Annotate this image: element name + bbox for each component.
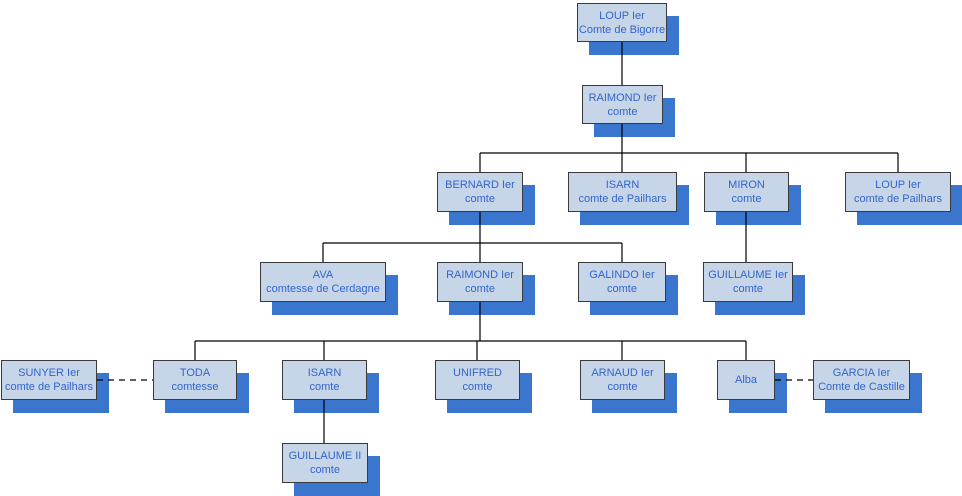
node-title: comte [607,105,638,118]
node-name: Alba [734,374,758,386]
node-title: Comte de Castille [818,381,905,393]
node-title: comte de Pailhars [4,381,94,393]
node-name: GALINDO Ier [589,269,655,281]
node-unifred[interactable]: UNIFRED comte [435,360,520,400]
node-title: comte [607,283,637,295]
node-garcia-ier[interactable]: GARCIA Ier Comte de Castille [813,360,910,400]
node-name: TODA [179,367,211,379]
node-name: MIRON [728,179,765,191]
node-title: comte [462,381,493,393]
node-title: comte [309,381,340,393]
node-name: SUNYER Ier [18,367,80,379]
node-name: GUILLAUME II [288,450,362,462]
node-name: ISARN [605,179,640,191]
node-title: comte de Pailhars [853,193,943,205]
node-loup-ier-pailhars[interactable]: LOUP Ier comte de Pailhars [845,172,951,212]
node-galindo-ier[interactable]: GALINDO Ier comte [578,262,666,302]
node-name: GUILLAUME Ier [708,269,788,281]
node-name: ISARN [307,367,342,379]
node-isarn-pailhars[interactable]: ISARN comte de Pailhars [568,172,677,212]
node-toda[interactable]: TODA comtesse [153,360,237,400]
node-title: comtesse de Cerdagne [266,283,380,295]
node-ava[interactable]: AVA comtesse de Cerdagne [260,262,386,302]
node-title: comte [607,381,638,393]
node-loup-ier-bigorre[interactable]: LOUP Ier Comte de Bigorre [577,3,667,42]
node-bernard-ier[interactable]: BERNARD Ier comte [437,172,523,212]
node-name: AVA [312,269,334,281]
node-raimond-ier[interactable]: RAIMOND Ier comte [582,85,663,124]
node-miron[interactable]: MIRON comte [704,172,789,212]
node-name: LOUP Ier [875,179,921,191]
node-name: BERNARD Ier [445,179,515,191]
node-arnaud-ier[interactable]: ARNAUD Ier comte [580,360,665,400]
node-name: ARNAUD Ier [591,367,654,379]
node-guillaume-ii[interactable]: GUILLAUME II comte [282,443,368,483]
node-alba[interactable]: Alba [717,360,775,400]
node-title: comte de Pailhars [578,193,667,205]
node-name: RAIMOND Ier [446,269,514,281]
node-title: comte [310,464,340,476]
node-title: Comte de Bigorre [578,23,666,36]
node-title: comte [465,193,495,205]
node-sunyer-ier[interactable]: SUNYER Ier comte de Pailhars [1,360,97,400]
node-name: LOUP Ier [599,9,645,22]
node-isarn[interactable]: ISARN comte [282,360,367,400]
node-name: GARCIA Ier [832,367,891,379]
node-name: RAIMOND Ier [588,91,657,104]
node-title: comte [465,283,495,295]
node-guillaume-ier[interactable]: GUILLAUME Ier comte [703,262,793,302]
node-title: comte [733,283,763,295]
node-name: UNIFRED [453,367,502,379]
node-raimond-ier-2[interactable]: RAIMOND Ier comte [437,262,523,302]
node-title: comte [731,193,762,205]
node-title: comtesse [171,381,219,393]
